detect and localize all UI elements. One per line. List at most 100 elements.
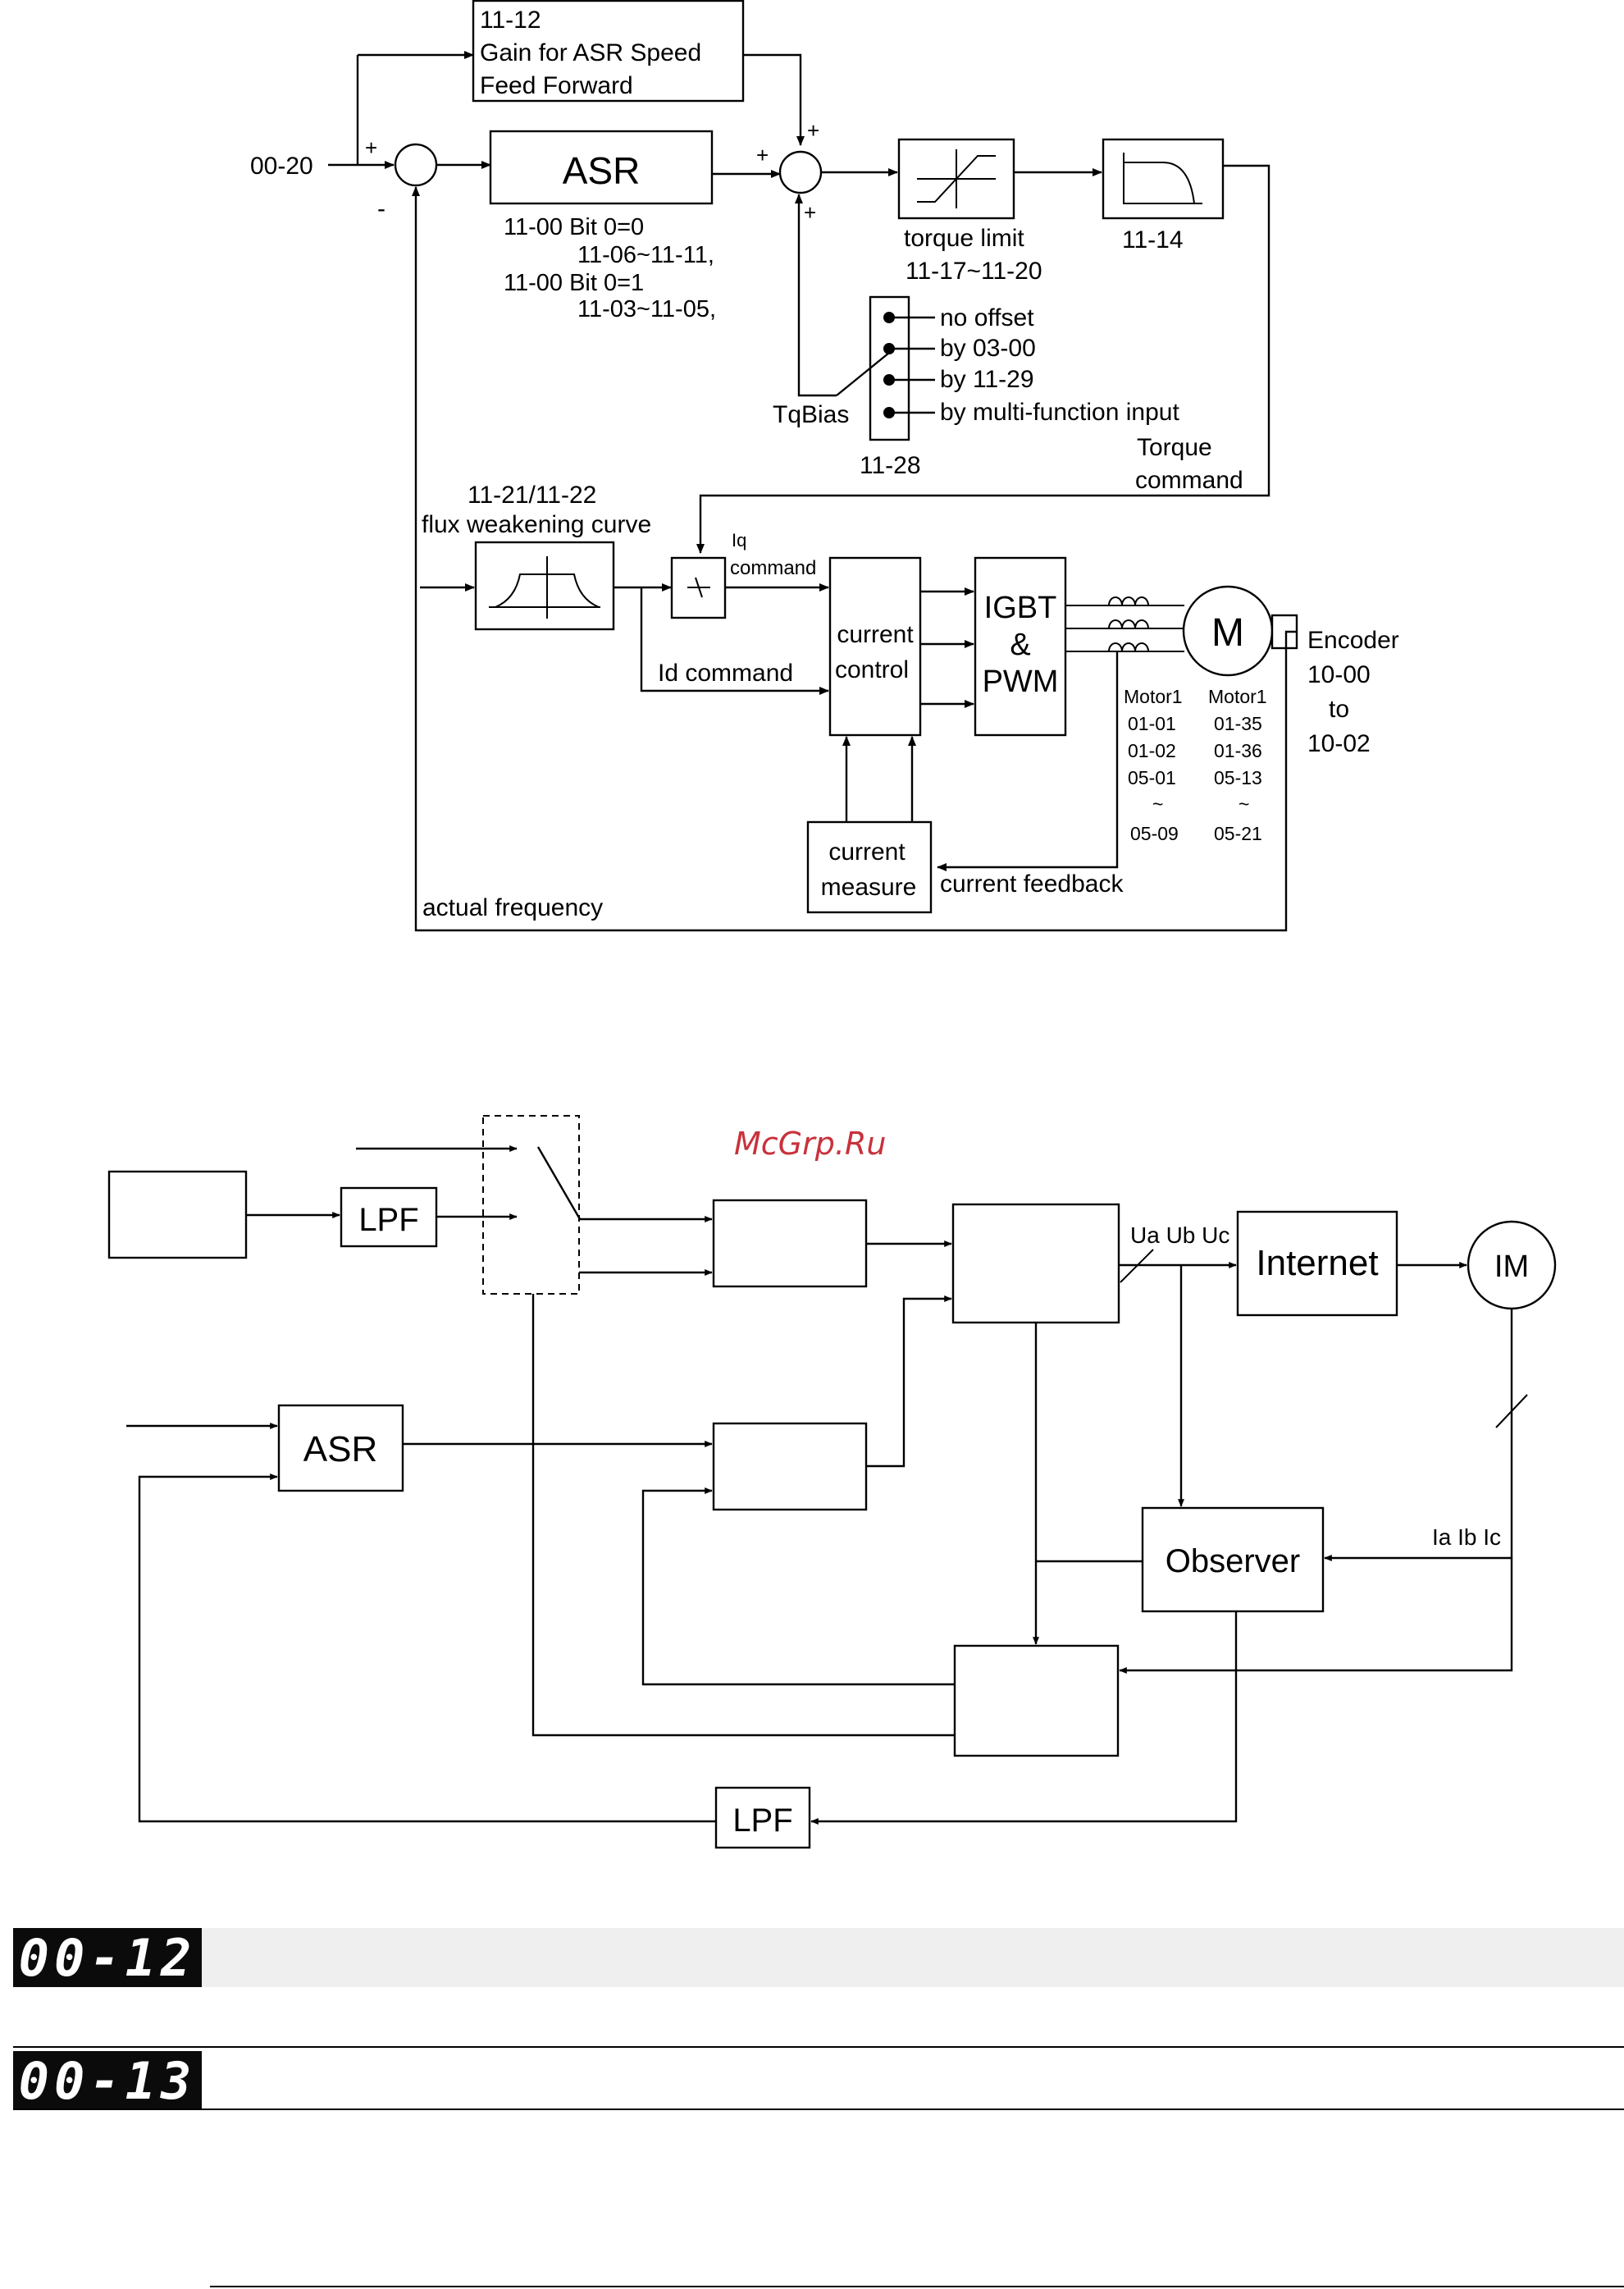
current-control-block (828, 556, 922, 737)
flux-weakening-block (474, 541, 615, 631)
iq-label-2: command (730, 557, 816, 579)
asr-note-4: 11-03~11-05, (577, 296, 716, 322)
sum2-plus-bottom: + (804, 200, 816, 225)
d2-voltage-slash (1120, 1249, 1154, 1283)
sensorless-control-diagram: LPF Ua Ub Uc Internet IM ASR LPF (107, 1115, 1557, 1849)
igbt-label-1: IGBT (984, 591, 1057, 625)
watermark: McGrp.Ru (734, 1126, 886, 1162)
d2-block-c (712, 1422, 868, 1511)
divider-line (13, 2109, 1624, 2110)
torque-limit-param: 11-17~11-20 (906, 258, 1042, 285)
param-title (202, 2051, 1624, 2110)
actual-frequency-line (412, 186, 1297, 932)
motor-right-3: 01-36 (1214, 740, 1262, 761)
ff-param: 11-12 (480, 7, 541, 34)
d2-d-to-switch (531, 1294, 955, 1737)
d2-switch-arm (536, 1146, 582, 1220)
d2-lpf-bottom (714, 1786, 811, 1849)
tqbias-option-4: by multi-function input (940, 399, 1179, 426)
iq-label-1: Iq (732, 530, 746, 551)
current-control-label-1: current (837, 621, 914, 648)
encoder-param-2: 10-02 (1307, 730, 1371, 757)
torque-command-line (696, 164, 1270, 554)
d2-motor-label: IM (1494, 1250, 1529, 1284)
motor-label: M (1211, 611, 1244, 655)
encoder-label: Encoder (1307, 627, 1399, 654)
d2-d-to-c (641, 1487, 955, 1686)
tqbias-label: TqBias (773, 401, 849, 428)
tqbias-option-2: by 03-00 (940, 335, 1036, 362)
d2-block-b (951, 1203, 1120, 1324)
igbt-label-3: PWM (983, 665, 1059, 699)
current-measure-label-1: current (828, 838, 906, 866)
tqbias-to-sum2 (795, 194, 837, 397)
id-command-label: Id command (658, 660, 793, 687)
d2-lpf-top-label: LPF (358, 1202, 418, 1238)
igbt-pwm-block (974, 556, 1067, 737)
sum2-plus-top: + (807, 118, 819, 143)
motor-left-6: 05-09 (1130, 823, 1179, 844)
filter-curve (1124, 162, 1195, 204)
footer-rule (210, 2286, 1624, 2287)
tqbias-switch (836, 352, 890, 396)
motor-right-4: 05-13 (1214, 767, 1262, 788)
asr-note-3: 11-00 Bit 0=1 (504, 270, 644, 296)
d2-current-to-d (1119, 1558, 1513, 1674)
asr-block (489, 130, 714, 205)
input-param-label: 00-20 (250, 153, 313, 180)
igbt-label-2: & (1010, 628, 1030, 662)
d2-observer-to-lpf (810, 1611, 1238, 1825)
current-feedback-line (937, 651, 1119, 871)
sum1-minus: - (377, 195, 385, 222)
d2-inverter-box (1236, 1210, 1398, 1317)
current-measure-block (806, 820, 933, 914)
flux-curve (495, 573, 600, 608)
encoder-param-1: 10-00 (1307, 661, 1371, 688)
motor-left-2: 01-01 (1128, 713, 1176, 734)
d2-lpf-bottom-label: LPF (732, 1802, 792, 1839)
feed-forward-gain-box (472, 0, 745, 103)
motor-left-4: 05-01 (1128, 767, 1176, 788)
summing-junction-2 (778, 150, 823, 194)
d2-current-to-observer (1324, 1309, 1513, 1561)
param-code-display: 00-12 (13, 1928, 202, 1988)
divider-line (13, 2046, 1624, 2048)
torque-filter-block (1102, 138, 1225, 220)
ff-title-2: Feed Forward (480, 72, 633, 99)
motor-right-2: 01-35 (1214, 713, 1262, 734)
ff-title: Gain for ASR Speed (480, 39, 701, 66)
d2-observer-label: Observer (1166, 1543, 1301, 1579)
asr-label: ASR (563, 149, 641, 192)
divider-slash (695, 577, 703, 598)
asr-note-2: 11-06~11-11, (577, 242, 714, 268)
tqbias-option-1: no offset (940, 304, 1034, 331)
torque-command-label-1: Torque (1137, 434, 1212, 461)
d2-input-box (107, 1170, 248, 1259)
current-measure-label-2: measure (821, 874, 917, 901)
d2-switch-box (482, 1115, 580, 1295)
inductor-1 (1108, 596, 1149, 606)
d2-c-to-b (866, 1295, 952, 1468)
current-control-label-2: control (835, 656, 909, 683)
vector-control-diagram: 00-20 + - 11-12 Gain for ASR Speed Feed … (250, 0, 1412, 956)
flux-curve-label: flux weakening curve (422, 511, 651, 538)
encoder-to: to (1329, 696, 1349, 723)
filter-param: 11-14 (1122, 226, 1184, 254)
d2-asr-label: ASR (303, 1429, 377, 1469)
motor-left-3: 01-02 (1128, 740, 1176, 761)
tqbias-option-3: by 11-29 (940, 366, 1034, 393)
sum2-plus-left: + (756, 143, 769, 167)
asr-note-1: 11-00 Bit 0=0 (504, 214, 644, 240)
param-title (202, 1928, 1624, 1987)
motor-left-5: ~ (1152, 793, 1163, 815)
param-row-00-13: 00-13 (13, 2051, 1624, 2111)
d2-block-a (712, 1199, 868, 1288)
id-command-line (640, 587, 829, 695)
d2-current-slash (1495, 1394, 1528, 1428)
summing-junction-1 (394, 143, 438, 187)
param-row-00-12: 00-12 (13, 1928, 1624, 1988)
actual-frequency-label: actual frequency (422, 894, 603, 921)
d2-asr-block (277, 1404, 404, 1492)
d2-lpf-to-asr (138, 1473, 715, 1823)
filter-axes (1123, 153, 1202, 204)
